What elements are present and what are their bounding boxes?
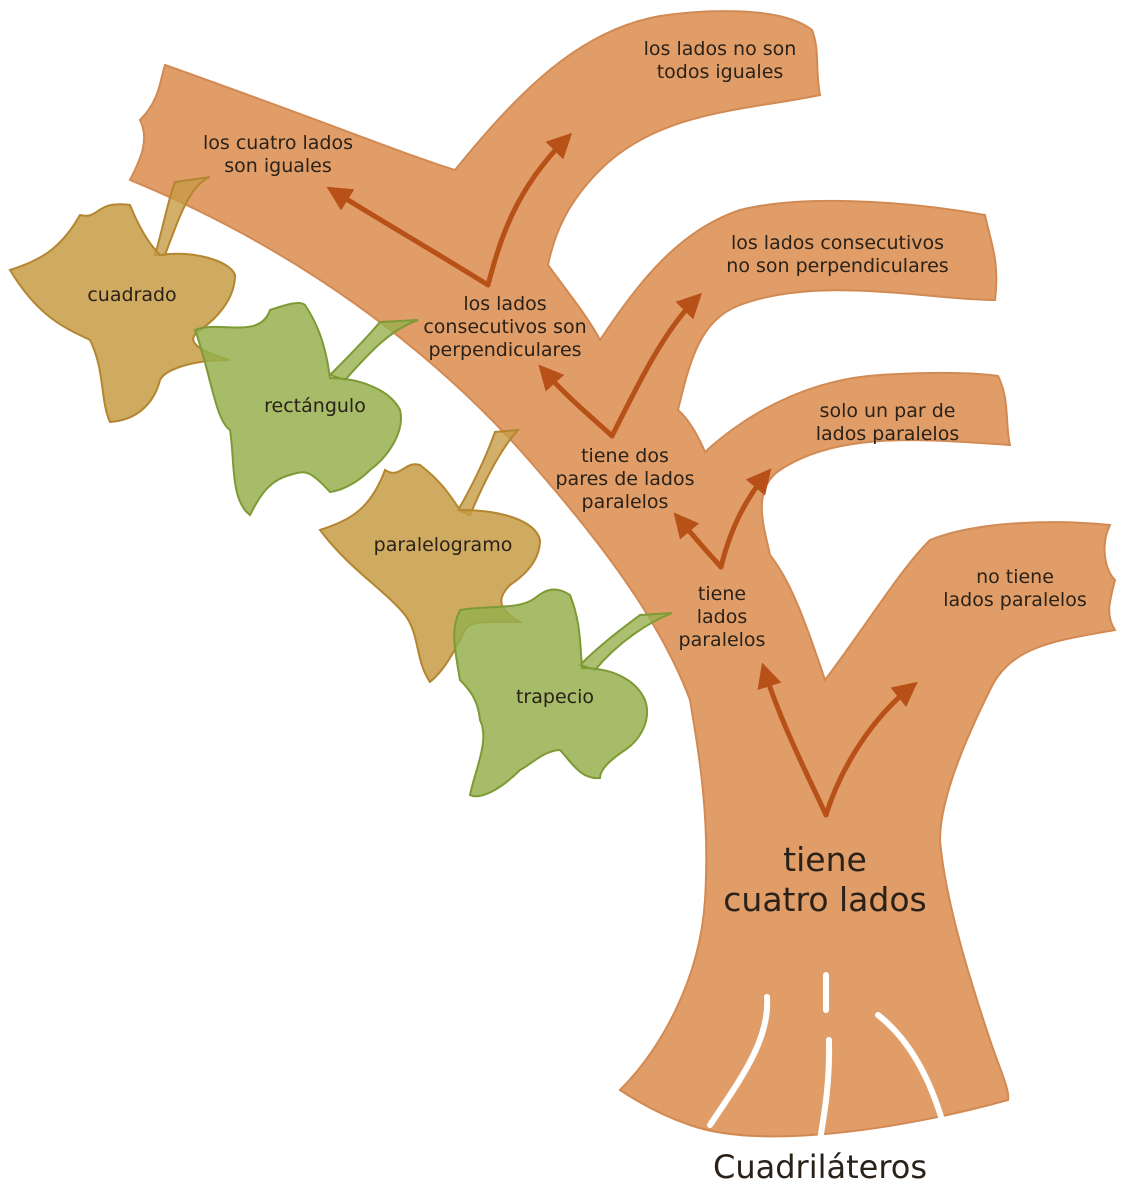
- tree-shape: [128, 10, 1117, 1143]
- arrow-trunk-to-paralelos: [757, 662, 829, 818]
- leaf-stem-trapecio: [578, 612, 673, 672]
- arrow-perpendiculares-to-iguales: [326, 186, 491, 288]
- leaf-label-paralelogramo: paralelogramo: [373, 534, 513, 556]
- arrow-trunk-to-no-paralelos: [823, 681, 918, 818]
- leaf-label-rectangulo: rectángulo: [264, 395, 366, 417]
- arrow-paralelos-to-dos-pares: [673, 512, 724, 570]
- trunk-crack-right: [875, 1012, 945, 1123]
- arrows: [326, 132, 918, 818]
- node-un-par: solo un par de lados paralelos: [815, 400, 960, 445]
- leaf-trapecio: [453, 588, 648, 798]
- leaf-paralelogramo: [318, 463, 542, 684]
- node-iguales: los cuatro lados son iguales: [203, 132, 353, 177]
- leaf-stem-paralelogramo: [456, 428, 521, 517]
- leaf-label-trapecio: trapecio: [515, 686, 594, 708]
- leaf-label-cuadrado: cuadrado: [87, 284, 177, 306]
- trunk-label: tiene cuatro lados: [723, 840, 927, 919]
- arrow-perpendiculares-to-no-iguales: [485, 132, 573, 288]
- node-no-iguales: los lados no son todos iguales: [643, 38, 797, 83]
- leaves: [8, 176, 673, 798]
- leaf-stem-cuadrado: [153, 176, 211, 256]
- leaf-stem-rectangulo: [328, 319, 419, 382]
- tree-trunk-and-branches: [128, 10, 1117, 1138]
- node-paralelos: tiene lados paralelos: [678, 583, 766, 651]
- diagram-title: Cuadriláteros: [712, 1148, 928, 1186]
- node-no-paralelos: no tiene lados paralelos: [943, 566, 1087, 611]
- leaf-rectangulo: [193, 301, 402, 517]
- node-no-perpendiculares: los lados consecutivos no son perpendicu…: [726, 232, 949, 277]
- trunk-crack-middle: [817, 1037, 833, 1143]
- trunk-crack-left: [707, 994, 771, 1128]
- arrow-paralelos-to-un-par: [718, 468, 772, 570]
- leaf-cuadrado: [8, 203, 237, 424]
- node-perpendiculares: los lados consecutivos son perpendicular…: [423, 293, 587, 361]
- arrow-dos-pares-to-perpendiculares: [538, 364, 615, 439]
- node-dos-pares: tiene dos pares de lados paralelos: [555, 445, 695, 513]
- arrow-dos-pares-to-no-perpendiculares: [609, 292, 703, 439]
